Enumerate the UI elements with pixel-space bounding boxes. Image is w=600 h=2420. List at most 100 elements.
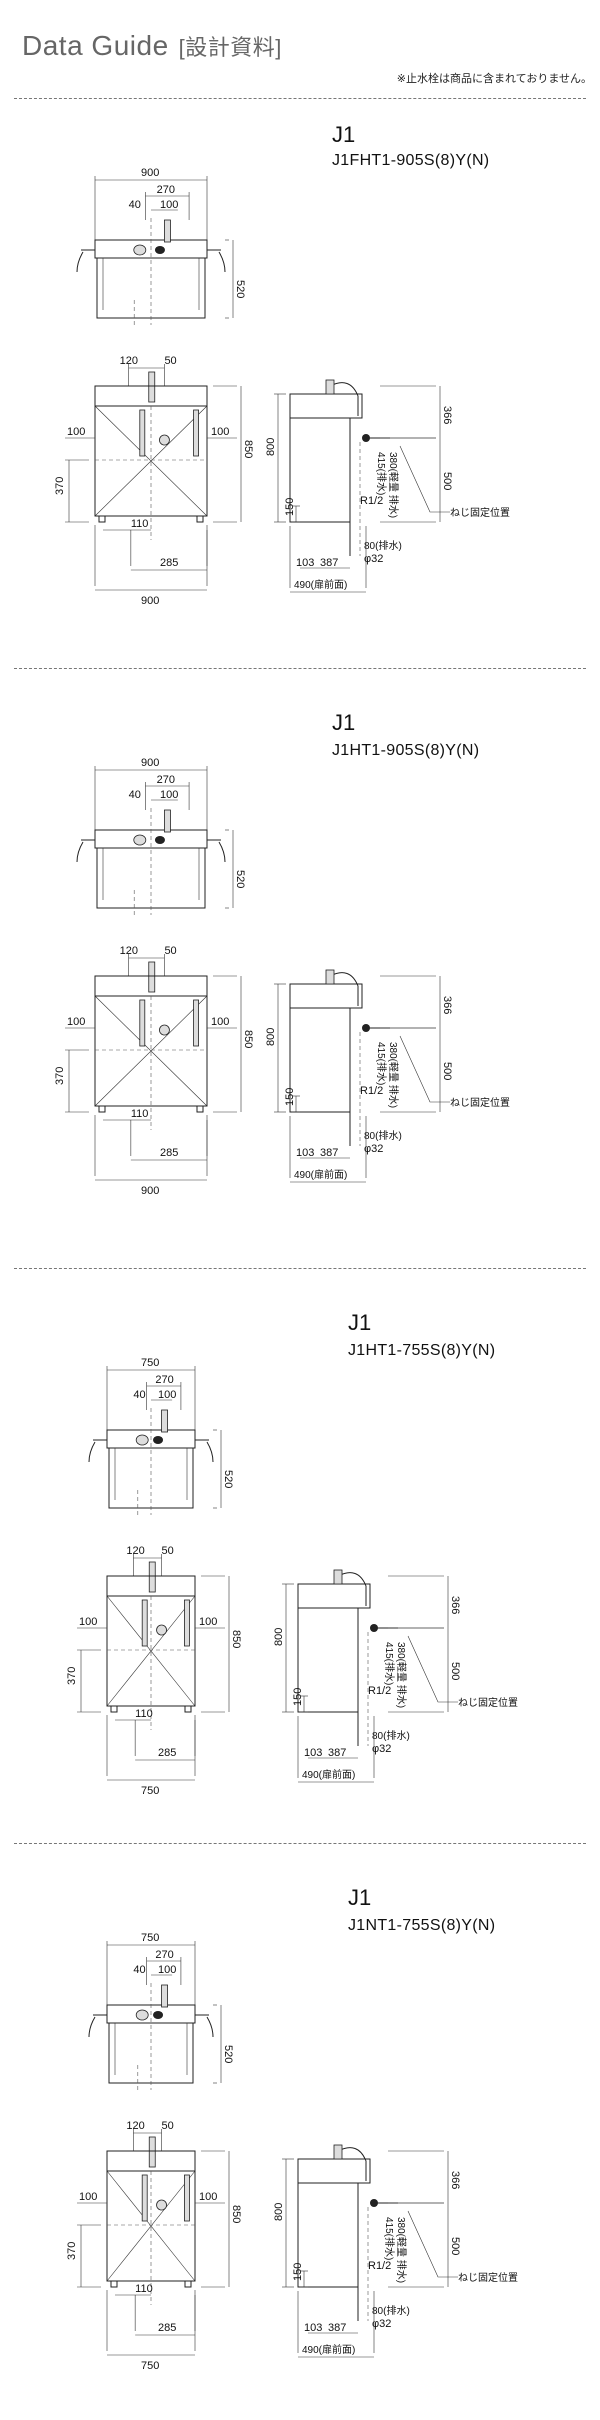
label-drain-380: 380(軽量 排水) — [395, 1642, 408, 1708]
label-drain-80: 80(排水) — [372, 1729, 410, 1742]
dim-front-50: 50 — [162, 2120, 174, 2132]
divider — [14, 98, 586, 99]
dim-top-40: 40 — [129, 789, 141, 801]
label-drain-80: 80(排水) — [364, 539, 402, 552]
series-label: J1 — [348, 1885, 372, 1910]
dim-front-left-100: 100 — [79, 2191, 97, 2203]
label-screw-position: ねじ固定位置 — [458, 1696, 518, 1709]
dim-front-120: 120 — [126, 1545, 144, 1557]
dim-front-width: 750 — [141, 1785, 159, 1797]
dim-side-800: 800 — [265, 438, 277, 456]
model-number: J1NT1-755S(8)Y(N) — [348, 1917, 496, 1934]
dim-side-800: 800 — [273, 1628, 285, 1646]
dim-side-150: 150 — [292, 1688, 304, 1706]
label-drain-dia: φ32 — [364, 1143, 383, 1155]
label-front-depth: 490(扉前面) — [302, 2343, 355, 2356]
dim-top-270: 270 — [155, 1949, 173, 1961]
label-screw-position: ねじ固定位置 — [450, 506, 510, 519]
divider — [14, 668, 586, 669]
dim-top-100: 100 — [158, 1964, 176, 1976]
dim-front-right-100: 100 — [211, 1016, 229, 1028]
dim-side-150: 150 — [284, 1088, 296, 1106]
label-drain-80: 80(排水) — [372, 2304, 410, 2317]
dim-front-370: 370 — [66, 2242, 78, 2260]
dim-side-366: 366 — [449, 1596, 461, 1614]
dim-front-50: 50 — [164, 355, 176, 367]
model-number: J1HT1-755S(8)Y(N) — [348, 1342, 496, 1359]
label-drain-380: 380(軽量 排水) — [395, 2217, 408, 2283]
series-label: J1 — [332, 122, 356, 147]
dim-front-110: 110 — [131, 1108, 149, 1120]
dim-side-150: 150 — [284, 498, 296, 516]
label-drain-415: 415(排水) — [383, 1642, 396, 1685]
label-screw-position: ねじ固定位置 — [450, 1096, 510, 1109]
dim-front-right-100: 100 — [211, 426, 229, 438]
dim-front-width: 900 — [141, 1185, 159, 1197]
dim-front-110: 110 — [131, 518, 149, 530]
label-drain-dia: φ32 — [364, 553, 383, 565]
dim-front-110: 110 — [135, 2283, 153, 2295]
dim-front-850: 850 — [242, 1030, 254, 1048]
dim-side-387: 387 — [320, 1147, 338, 1159]
dim-top-width: 750 — [141, 1932, 159, 1944]
dim-side-500: 500 — [449, 1662, 461, 1680]
model-number: J1HT1-905S(8)Y(N) — [332, 742, 480, 759]
title-text: Data Guide — [22, 30, 169, 61]
label-drain-415: 415(排水) — [375, 452, 388, 495]
dim-top-depth: 520 — [234, 280, 246, 298]
dim-side-387: 387 — [328, 1747, 346, 1759]
label-pipe-r12: R1/2 — [368, 1685, 391, 1697]
dim-top-270: 270 — [157, 184, 175, 196]
dim-side-800: 800 — [265, 1028, 277, 1046]
dim-side-500: 500 — [441, 472, 453, 490]
dim-top-width: 900 — [141, 167, 159, 179]
dim-top-270: 270 — [157, 774, 175, 786]
series-label: J1 — [348, 1310, 372, 1335]
dim-side-366: 366 — [441, 996, 453, 1014]
dim-front-120: 120 — [120, 355, 138, 367]
dim-front-850: 850 — [242, 440, 254, 458]
dim-front-285: 285 — [158, 1747, 176, 1759]
dim-top-40: 40 — [133, 1389, 145, 1401]
divider — [14, 1268, 586, 1269]
page-header: Data Guide[設計資料] ※止水栓は商品に含まれておりません。 — [0, 0, 600, 100]
label-drain-380: 380(軽量 排水) — [387, 1042, 400, 1108]
series-label: J1 — [332, 710, 356, 735]
dim-top-40: 40 — [129, 199, 141, 211]
dim-side-366: 366 — [441, 406, 453, 424]
dim-front-850: 850 — [230, 1630, 242, 1648]
label-front-depth: 490(扉前面) — [302, 1768, 355, 1781]
dim-top-depth: 520 — [234, 870, 246, 888]
label-drain-380: 380(軽量 排水) — [387, 452, 400, 518]
dim-top-270: 270 — [155, 1374, 173, 1386]
dim-side-103: 103 — [296, 1147, 314, 1159]
dim-front-120: 120 — [126, 2120, 144, 2132]
dim-front-370: 370 — [54, 477, 66, 495]
label-front-depth: 490(扉前面) — [294, 1168, 347, 1181]
dim-front-285: 285 — [160, 1147, 178, 1159]
dim-top-100: 100 — [158, 1389, 176, 1401]
divider — [14, 1843, 586, 1844]
label-pipe-r12: R1/2 — [360, 1085, 383, 1097]
label-pipe-r12: R1/2 — [360, 495, 383, 507]
dim-top-40: 40 — [133, 1964, 145, 1976]
label-front-depth: 490(扉前面) — [294, 578, 347, 591]
